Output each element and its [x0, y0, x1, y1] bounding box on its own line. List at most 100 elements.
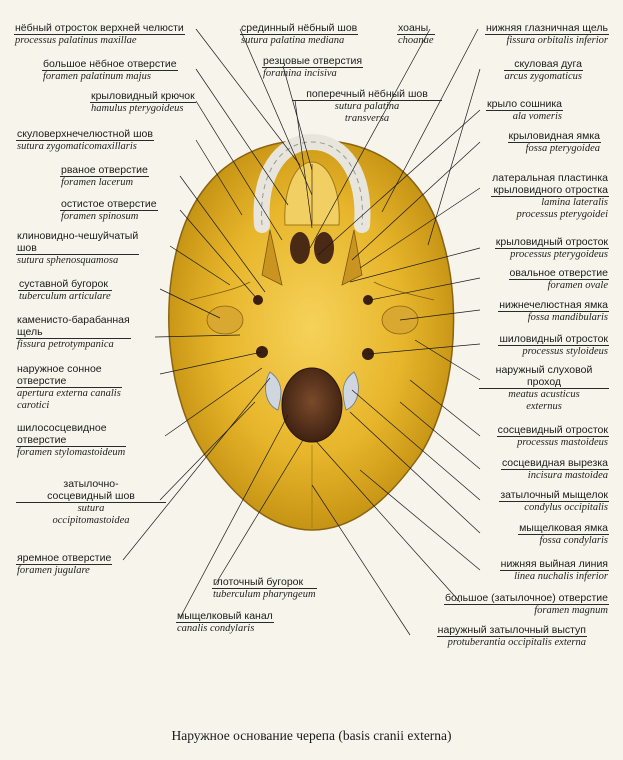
- label-ru: сосцевидная вырезка: [500, 457, 609, 470]
- label-ru: большое нёбное отверстие: [42, 58, 178, 71]
- label-carotid-canal: наружное сонное отверстие apertura exter…: [16, 363, 122, 412]
- label-occipital-condyle: затылочный мыщелок condylus occipitalis: [499, 489, 609, 514]
- label-la: linea nuchalis inferior: [514, 571, 608, 582]
- label-la: fossa mandibularis: [527, 312, 608, 323]
- label-ru: наружный слуховой: [495, 364, 593, 376]
- label-mastoid-notch: сосцевидная вырезка incisura mastoidea: [500, 457, 609, 482]
- label-pharyngeal-tubercle: глоточный бугорок tuberculum pharyngeum: [212, 576, 317, 601]
- label-la: protuberantia occipitalis externa: [447, 637, 586, 648]
- label-la: sutura palatina: [334, 101, 400, 112]
- label-ru: мыщелковый канал: [176, 610, 274, 623]
- label-pterygoid-process: крыловидный отросток processus pterygoid…: [494, 236, 609, 261]
- label-la: choanae: [398, 35, 434, 46]
- label-la: fissura orbitalis inferior: [506, 35, 608, 46]
- label-la: processus palatinus maxillae: [15, 35, 137, 46]
- label-ru: овальное отверстие: [508, 267, 609, 280]
- label-inferior-orbital-fissure: нижняя глазничная щель fissura orbitalis…: [484, 22, 609, 47]
- label-foramen-lacerum: рваное отверстие foramen lacerum: [60, 164, 149, 189]
- label-mastoid-process: сосцевидный отросток processus mastoideu…: [496, 424, 609, 449]
- label-la: fissura petrotympanica: [17, 339, 114, 350]
- label-ru: суставной бугорок: [18, 278, 112, 291]
- label-la: foramina incisiva: [263, 68, 337, 79]
- skull-outline: [168, 139, 455, 531]
- label-foramen-ovale: овальное отверстие foramen ovale: [508, 267, 609, 292]
- label-la: processus pterygoideus: [510, 249, 608, 260]
- label-la: hamulus pterygoideus: [91, 103, 184, 114]
- label-la: foramen spinosum: [61, 211, 139, 222]
- label-la: ala vomeris: [512, 111, 562, 122]
- label-la: fossa pterygoidea: [525, 143, 600, 154]
- label-petrotympanic-fissure: каменисто-барабанная щель fissura petrot…: [16, 314, 131, 351]
- label-la: foramen palatinum majus: [43, 71, 151, 82]
- label-ru: остистое отверстие: [60, 198, 158, 211]
- label-vomer-ala: крыло сошника ala vomeris: [486, 98, 563, 123]
- label-inferior-nuchal-line: нижняя выйная линия linea nuchalis infer…: [499, 558, 609, 583]
- label-la: sutura zygomaticomaxillaris: [17, 141, 137, 152]
- label-ru: латеральная пластинка: [492, 172, 608, 184]
- label-ru: рваное отверстие: [60, 164, 149, 177]
- label-ru: мыщелковая ямка: [518, 522, 609, 535]
- label-ru: резцовые отверстия: [262, 55, 364, 68]
- label-la: foramen ovale: [547, 280, 608, 291]
- label-foramen-magnum: большое (затылочное) отверстие foramen m…: [443, 592, 609, 617]
- label-ru: нижняя выйная линия: [499, 558, 609, 571]
- label-la: foramen jugulare: [17, 565, 90, 576]
- label-incisive-foramina: резцовые отверстия foramina incisiva: [262, 55, 364, 80]
- label-transverse-palatine-suture: поперечный нёбный шов sutura palatina tr…: [292, 88, 442, 125]
- label-ru: затылочно-: [63, 478, 119, 490]
- label-ru: каменисто-барабанная: [17, 314, 130, 326]
- label-ru: шов: [16, 242, 140, 255]
- label-styloid-process: шиловидный отросток processus styloideus: [498, 333, 609, 358]
- label-la: meatus acusticus: [508, 389, 580, 400]
- label-la: condylus occipitalis: [524, 502, 608, 513]
- label-ru: нёбный отросток верхней челюсти: [14, 22, 185, 35]
- label-ru: сосцевидный шов: [16, 490, 166, 503]
- figure-caption: Наружное основание черепа (basis cranii …: [171, 728, 452, 743]
- label-ru: нижняя глазничная щель: [484, 22, 609, 35]
- label-la: tuberculum pharyngeum: [213, 589, 316, 600]
- label-mandibular-fossa: нижнечелюстная ямка fossa mandibularis: [498, 299, 609, 324]
- label-la: arcus zygomaticus: [504, 71, 582, 82]
- label-ru: шилососцевидное: [17, 422, 107, 434]
- label-ru: скуловая дуга: [503, 58, 583, 71]
- label-ru: крыловидный крючок: [90, 90, 196, 103]
- label-condylar-canal: мыщелковый канал canalis condylaris: [176, 610, 274, 635]
- label-la: carotici: [17, 400, 50, 411]
- label-la: sutura: [77, 503, 105, 514]
- label-median-palatine-suture: срединный нёбный шов sutura palatina med…: [240, 22, 359, 47]
- label-external-acoustic-meatus: наружный слуховой проход meatus acusticu…: [479, 364, 609, 413]
- label-la: foramen stylomastoideum: [17, 447, 126, 458]
- label-condylar-fossa: мыщелковая ямка fossa condylaris: [518, 522, 609, 547]
- label-zygomatic-arch: скуловая дуга arcus zygomaticus: [503, 58, 583, 83]
- label-ru: крыловидная ямка: [507, 130, 601, 143]
- label-pterygoid-fossa: крыловидная ямка fossa pterygoidea: [507, 130, 601, 155]
- label-ru: наружный затылочный выступ: [436, 624, 587, 637]
- label-la: canalis condylaris: [177, 623, 255, 634]
- label-ru: крыловидного отростка: [491, 184, 609, 197]
- label-ru: нижнечелюстная ямка: [498, 299, 609, 312]
- label-la: fossa condylaris: [539, 535, 608, 546]
- label-la: sutura palatina mediana: [241, 35, 345, 46]
- label-ru: сосцевидный отросток: [496, 424, 609, 437]
- label-ru: крыловидный отросток: [494, 236, 609, 249]
- label-articular-tubercle: суставной бугорок tuberculum articulare: [18, 278, 112, 303]
- label-la: externus: [526, 401, 562, 412]
- label-external-occipital-protuberance: наружный затылочный выступ protuberantia…: [436, 624, 587, 649]
- label-choanae: хоаны choanae: [397, 22, 435, 47]
- label-la: foramen magnum: [534, 605, 608, 616]
- label-zygomaticomaxillary-suture: скуловерхнечелюстной шов sutura zygomati…: [16, 128, 154, 153]
- choanae: [290, 232, 310, 264]
- label-sphenosquamous-suture: клиновидно-чешуйчатый шов sutura sphenos…: [16, 230, 140, 267]
- label-la: foramen lacerum: [61, 177, 134, 188]
- label-greater-palatine-foramen: большое нёбное отверстие foramen palatin…: [42, 58, 178, 83]
- label-la: apertura externa canalis: [17, 388, 121, 399]
- label-la: processus pterygoidei: [516, 209, 608, 220]
- label-la: transversa: [344, 113, 390, 124]
- label-la: occipitomastoidea: [52, 515, 130, 526]
- label-palatine-process: нёбный отросток верхней челюсти processu…: [14, 22, 185, 47]
- label-la: incisura mastoidea: [527, 470, 608, 481]
- label-ru: большое (затылочное) отверстие: [443, 592, 609, 605]
- label-stylomastoid-foramen: шилососцевидное отверстие foramen stylom…: [16, 422, 127, 459]
- label-ru: срединный нёбный шов: [240, 22, 359, 35]
